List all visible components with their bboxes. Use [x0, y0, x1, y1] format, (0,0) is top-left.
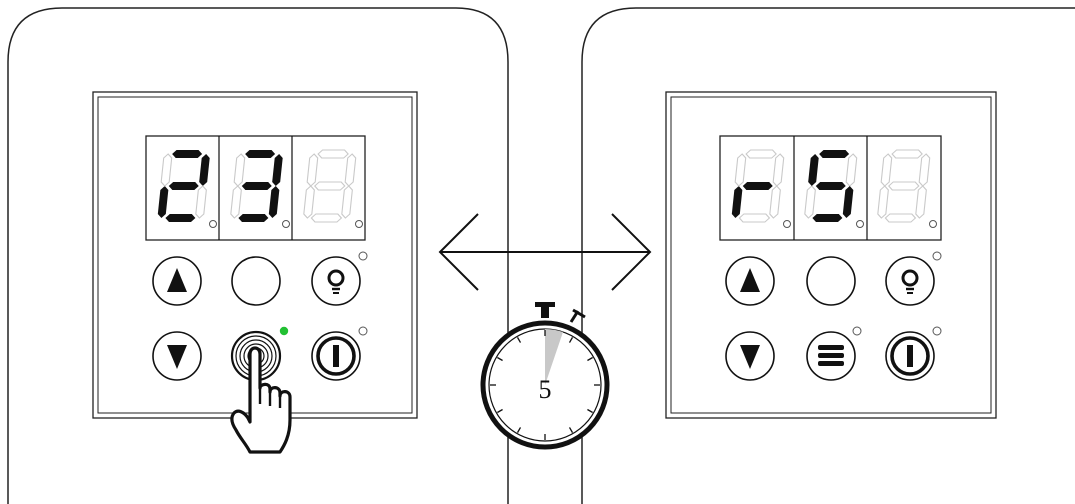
right-blank-button[interactable]	[806, 256, 856, 306]
segment-c	[915, 185, 927, 219]
segment-c	[769, 185, 781, 219]
stopwatch-tick	[516, 337, 522, 343]
left-power-led	[358, 326, 368, 336]
segment-g	[742, 182, 773, 190]
segment-e	[731, 186, 743, 218]
segment-a	[745, 149, 777, 159]
right-power-led	[932, 326, 942, 336]
segment-c	[842, 186, 854, 218]
seven-segment-digit	[877, 149, 931, 223]
segment-g	[313, 181, 346, 191]
timer-seconds: 5	[539, 375, 552, 404]
double-arrow-icon	[438, 213, 652, 291]
left-up-button[interactable]	[152, 256, 202, 306]
decimal-point	[856, 220, 864, 228]
segment-a	[819, 150, 850, 158]
stopwatch-tick	[568, 427, 574, 433]
stopwatch-tick	[516, 427, 522, 433]
menu-lines-icon	[818, 345, 844, 366]
decimal-point	[355, 220, 363, 228]
decimal-point	[783, 220, 791, 228]
decimal-point	[929, 220, 937, 228]
segment-g	[815, 182, 846, 190]
stopwatch-tick	[568, 337, 574, 343]
segment-b	[199, 154, 210, 186]
seven-segment-digit	[157, 150, 210, 222]
stopwatch-tick	[497, 356, 503, 362]
left-wall-plate	[7, 7, 509, 504]
right-down-button[interactable]	[725, 331, 775, 381]
segment-a	[891, 149, 923, 159]
segment-d	[310, 213, 343, 223]
seven-segment-digit	[230, 150, 283, 222]
left-blank-button[interactable]	[231, 256, 281, 306]
stopwatch-tick	[497, 408, 503, 414]
down-arrow-icon	[740, 345, 760, 369]
segment-d	[738, 213, 771, 223]
up-arrow-icon	[740, 268, 760, 292]
segment-b	[845, 153, 858, 187]
left-thermostat	[7, 7, 509, 504]
right-power-button[interactable]	[885, 331, 935, 381]
segment-c	[195, 185, 207, 219]
segment-b	[918, 153, 931, 187]
stopwatch-tick	[587, 408, 593, 414]
segment-f	[808, 154, 819, 186]
segment-d	[165, 214, 196, 222]
right-digit-group	[731, 149, 937, 228]
segment-f	[160, 153, 173, 187]
bulb-icon	[327, 269, 345, 294]
segment-b	[344, 153, 357, 187]
segment-g	[887, 181, 920, 191]
decimal-point	[209, 220, 217, 228]
left-light-led	[358, 251, 368, 261]
segment-a	[245, 150, 276, 158]
decimal-point	[282, 220, 290, 228]
up-arrow-icon	[167, 268, 187, 292]
segment-b	[272, 154, 283, 186]
segment-c	[268, 186, 280, 218]
segment-c	[341, 185, 353, 219]
left-power-button[interactable]	[311, 331, 361, 381]
right-light-button[interactable]	[885, 256, 935, 306]
segment-a	[172, 150, 203, 158]
segment-d	[884, 213, 917, 223]
power-bar-icon	[333, 345, 339, 367]
down-arrow-icon	[167, 345, 187, 369]
segment-a	[317, 149, 349, 159]
segment-b	[772, 153, 785, 187]
segment-d	[812, 214, 843, 222]
segment-e	[157, 186, 169, 218]
segment-f	[880, 153, 893, 187]
pointing-hand-icon	[230, 346, 292, 454]
right-thermostat	[581, 7, 1075, 504]
right-light-led	[932, 251, 942, 261]
seven-segment-digit	[804, 150, 858, 222]
segment-g	[241, 182, 272, 190]
power-bar-icon	[907, 345, 913, 367]
elapsed-wedge	[545, 329, 563, 385]
left-digit-group	[157, 149, 363, 228]
segment-f	[734, 153, 747, 187]
right-menu-button[interactable]	[806, 331, 856, 381]
right-wall-plate	[581, 7, 1075, 504]
segment-f	[306, 153, 319, 187]
left-light-button[interactable]	[311, 256, 361, 306]
stopwatch-tick	[587, 356, 593, 362]
left-menu-led-green	[279, 326, 289, 336]
segment-d	[238, 214, 269, 222]
seven-segment-digit	[303, 149, 357, 223]
left-down-button[interactable]	[152, 331, 202, 381]
bulb-icon	[901, 269, 919, 294]
segment-g	[168, 182, 199, 190]
right-menu-led	[852, 326, 862, 336]
right-up-button[interactable]	[725, 256, 775, 306]
stopwatch-icon: 5	[480, 302, 610, 450]
seven-segment-digit	[731, 149, 785, 223]
segment-f	[233, 153, 246, 187]
